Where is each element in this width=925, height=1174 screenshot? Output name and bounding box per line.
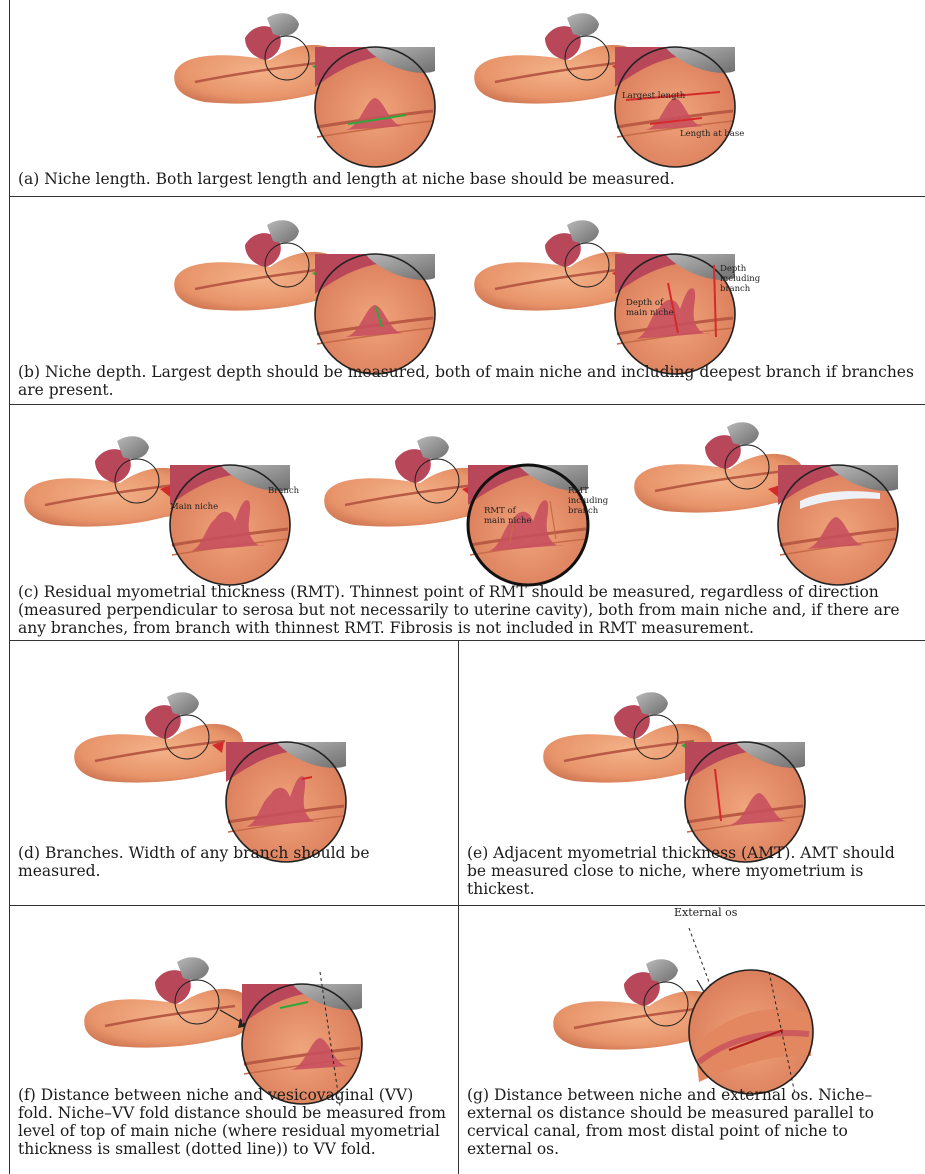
label-depth-branch-3: branch (720, 284, 751, 294)
label-rmt-branch-1: RMT (568, 486, 589, 496)
panel-g: External os (g) Distance between niche a… (459, 906, 924, 1174)
label-depth-main-1: Depth of (626, 298, 664, 308)
label-depth-branch-1: Depth (720, 264, 747, 274)
label-rmt-branch-2: including (568, 496, 609, 506)
panel-f: (f) Distance between niche and vesicovag… (10, 906, 458, 1174)
panel-d: (d) Branches. Width of any branch should… (10, 641, 458, 905)
caption-c: (c) Residual myometrial thickness (RMT).… (18, 583, 924, 637)
label-depth-main-2: main niche (626, 308, 673, 318)
label-external-os: External os (674, 906, 738, 919)
caption-g: (g) Distance between niche and external … (467, 1086, 917, 1158)
caption-f: (f) Distance between niche and vesicovag… (18, 1086, 448, 1158)
label-rmt-main-2: main niche (484, 516, 531, 526)
label-largest-length: Largest length (622, 91, 686, 101)
label-rmt-main-1: RMT of (484, 506, 517, 516)
label-main-niche: Main niche (170, 502, 218, 512)
caption-b: (b) Niche depth. Largest depth should be… (18, 363, 918, 399)
caption-d: (d) Branches. Width of any branch should… (18, 844, 448, 880)
label-branch: Branch (268, 486, 300, 496)
panel-a: Largest length Length at base (a) Niche … (10, 0, 924, 196)
label-length-at-base: Length at base (680, 129, 744, 139)
label-rmt-branch-3: branch (568, 506, 599, 516)
caption-a: (a) Niche length. Both largest length an… (18, 170, 918, 188)
panel-a-illustration: Largest length Length at base (10, 0, 924, 196)
caption-e: (e) Adjacent myometrial thickness (AMT).… (467, 844, 917, 898)
label-depth-branch-2: including (720, 274, 761, 284)
panel-b: Depth of main niche Depth including bran… (10, 197, 924, 404)
panel-c: Main niche Branch RMT of main niche RMT … (10, 405, 924, 640)
panel-e: (e) Adjacent myometrial thickness (AMT).… (459, 641, 924, 905)
